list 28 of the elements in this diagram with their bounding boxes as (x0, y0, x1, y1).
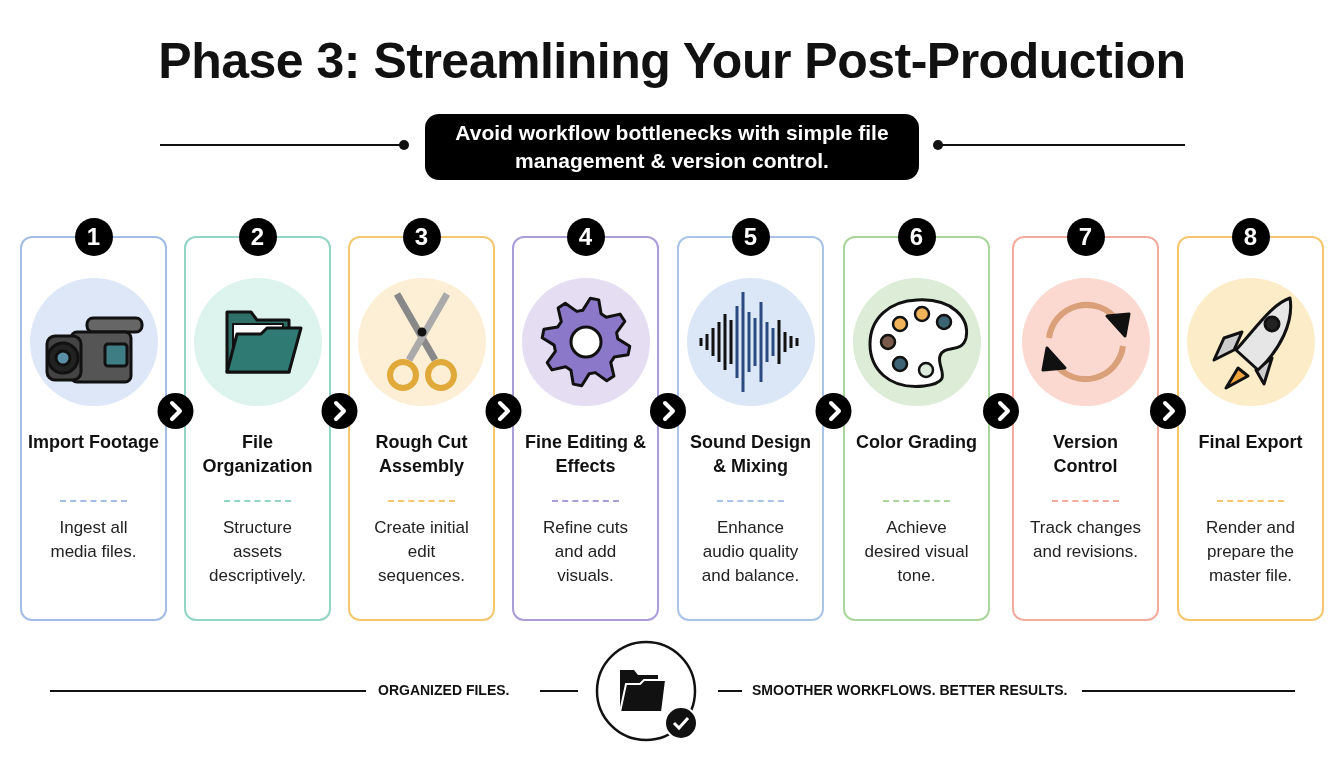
step-heading: Sound Design & Mixing (689, 431, 812, 478)
step-heading: Rough Cut Assembly (374, 431, 469, 478)
step-description: Ingest all media files. (49, 517, 138, 563)
step-heading: File Organization (201, 431, 314, 478)
step-heading: Final Export (1197, 431, 1304, 454)
step-description: Create initial edit sequences. (373, 517, 470, 587)
step-description: Achieve desired visual tone. (863, 517, 970, 587)
step-description: Refine cuts and add visuals. (541, 517, 629, 587)
step-description: Render and prepare the master file. (1205, 517, 1296, 587)
step-heading: Fine Editing & Effects (524, 431, 647, 478)
step-number: 2 (238, 218, 277, 256)
tagline: SMOOTHER WORKFLOWS. BETTER RESULTS. (752, 682, 1068, 698)
step-number: 3 (402, 218, 441, 256)
step-description: Structure assets descriptively. (208, 517, 307, 587)
step-description: Track changes and revisions. (1030, 517, 1141, 563)
step-number: 8 (1231, 218, 1270, 256)
step-number: 6 (897, 218, 936, 256)
tagline: ORGANIZED FILES. (378, 682, 510, 698)
step-heading: Version Control (1052, 431, 1119, 478)
step-number: 4 (566, 218, 605, 256)
step-number: 5 (731, 218, 770, 256)
step-heading: Color Grading (855, 431, 978, 454)
step-heading: Import Footage (28, 431, 159, 454)
step-description: Enhance audio quality and balance. (700, 517, 801, 587)
step-number: 7 (1066, 218, 1105, 256)
step-number: 1 (74, 218, 113, 256)
title: Phase 3: Streamlining Your Post-Production (157, 32, 1187, 90)
callout-banner: Avoid workflow bottlenecks with simple file management & version control. (425, 114, 919, 180)
